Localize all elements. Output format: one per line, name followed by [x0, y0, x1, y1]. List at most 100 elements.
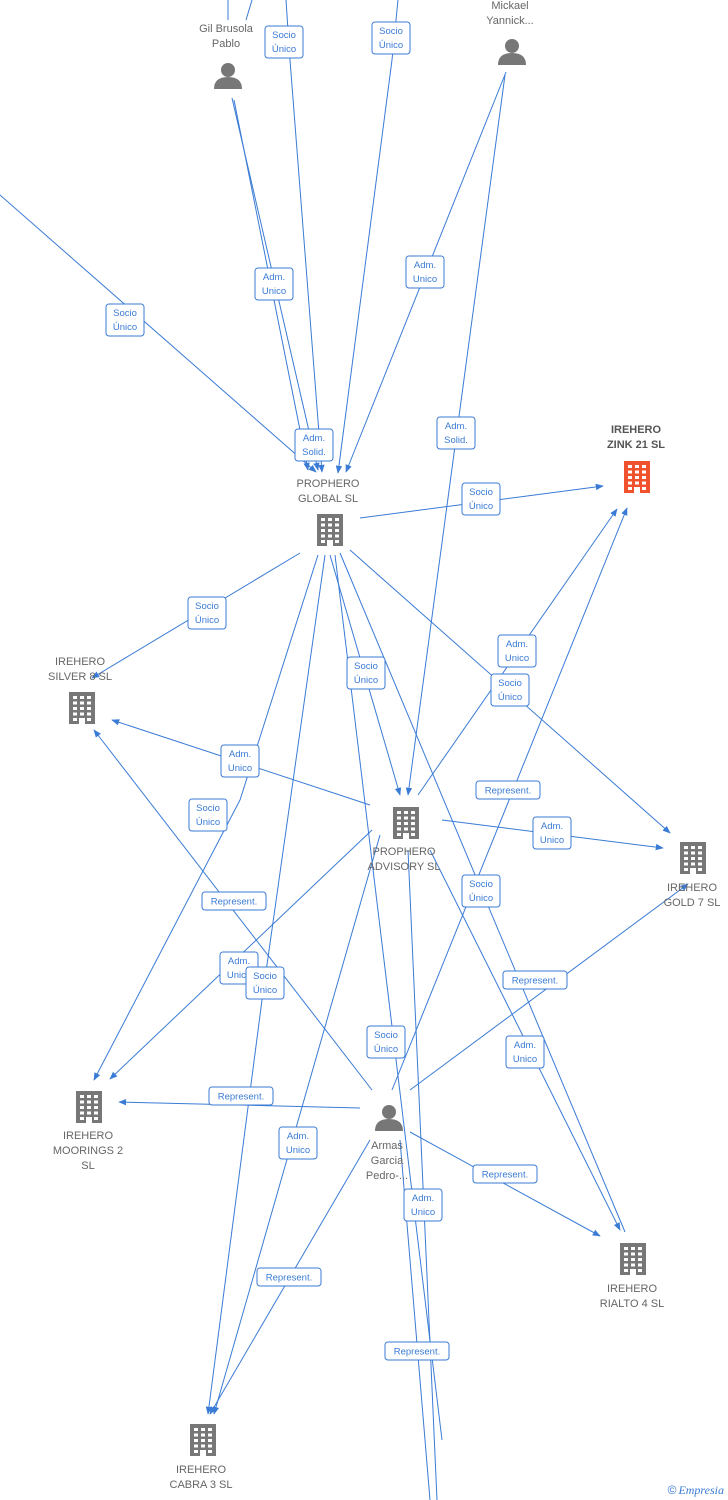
- brand-name: Empresia: [678, 1483, 724, 1497]
- edge-label-text: Socio: [498, 678, 522, 689]
- edge-label-text: Socio: [195, 601, 219, 612]
- edge-label-e14: Represent.: [475, 780, 541, 800]
- edge-label-text: Único: [354, 675, 378, 686]
- edge-label-box: [254, 267, 294, 301]
- node-label: GOLD 7 SL: [664, 897, 721, 909]
- edge-label-text: Socio: [272, 30, 296, 41]
- node-label: IREHERO: [176, 1464, 227, 1476]
- node-label: GLOBAL SL: [298, 493, 358, 505]
- building-icon: [393, 807, 419, 839]
- edge-label-box: [188, 798, 228, 832]
- edge-line: [245, 0, 253, 21]
- edge-label-box: [502, 970, 568, 990]
- edge-labels-layer: SocioÚnicoSocioÚnicoAdm.UnicoSocioÚnicoA…: [105, 21, 572, 1361]
- edge-label-box: [532, 816, 572, 850]
- building-icon: [680, 842, 706, 874]
- node-label: Armas: [371, 1140, 403, 1152]
- edge-label-e27: Adm.Unico: [403, 1188, 443, 1222]
- edge-label-text: Unico: [227, 970, 251, 981]
- node-label: SILVER 8 SL: [48, 671, 112, 683]
- edge-label-text: Solid.: [444, 435, 468, 446]
- edge-line: [409, 1131, 601, 1237]
- edge-label-text: Socio: [469, 487, 493, 498]
- edge-label-text: Represent.: [485, 786, 531, 797]
- node-label: IREHERO: [667, 882, 718, 894]
- edge-label-box: [436, 416, 476, 450]
- edge-label-e25: Adm.Unico: [278, 1126, 318, 1160]
- node-label: Pedro-...: [366, 1170, 408, 1182]
- edge-label-box: [371, 21, 411, 55]
- edge-label-box: [403, 1188, 443, 1222]
- node-zink[interactable]: IREHERO ZINK 21 SL: [607, 424, 665, 493]
- edge-label-text: Único: [469, 501, 493, 512]
- edge-label-e13: Adm.Unico: [220, 744, 260, 778]
- edge-label-e10: Adm.Unico: [497, 634, 537, 668]
- edge-label-box: [475, 780, 541, 800]
- edge-label-text: Represent.: [394, 1347, 440, 1358]
- node-mickael[interactable]: MickaelYannick...: [486, 0, 534, 65]
- edge-label-text: Único: [374, 1044, 398, 1055]
- edge-label-box: [208, 1086, 274, 1106]
- node-armas[interactable]: ArmasGarciaPedro-...: [366, 1105, 408, 1182]
- edge-label-text: Socio: [196, 803, 220, 814]
- node-label: SL: [81, 1160, 94, 1172]
- edge-label-box: [490, 673, 530, 707]
- node-label: IREHERO: [611, 424, 662, 436]
- node-label: IREHERO: [607, 1283, 658, 1295]
- edge-label-text: Solid.: [302, 447, 326, 458]
- edge-label-text: Adm.: [303, 433, 325, 444]
- edge-label-box: [105, 303, 145, 337]
- node-label: ADVISORY SL: [368, 861, 441, 873]
- edge-label-box: [278, 1126, 318, 1160]
- edges-layer: [0, 0, 689, 1500]
- edge-label-e16: Adm.Unico: [532, 816, 572, 850]
- edge-label-box: [461, 482, 501, 516]
- person-icon: [375, 1105, 403, 1131]
- node-gold[interactable]: IREHERO GOLD 7 SL: [664, 842, 721, 909]
- edge-label-text: Socio: [354, 661, 378, 672]
- edge-label-text: Único: [196, 817, 220, 828]
- edge-label-text: Unico: [513, 1054, 537, 1065]
- edge-label-e29: Represent.: [384, 1341, 450, 1361]
- node-label: PROPHERO: [373, 846, 436, 858]
- edge-label-text: Único: [272, 44, 296, 55]
- edge-label-text: Represent.: [211, 897, 257, 908]
- edge-line: [335, 59, 393, 474]
- edge-label-text: Represent.: [266, 1273, 312, 1284]
- edge-label-box: [256, 1267, 322, 1287]
- edge-label-e7: Adm.Solid.: [436, 416, 476, 450]
- node-silver[interactable]: IREHERO SILVER 8 SL: [48, 656, 112, 724]
- edge-label-text: Unico: [411, 1207, 435, 1218]
- edge-label-text: Único: [498, 692, 522, 703]
- node-label: ZINK 21 SL: [607, 439, 665, 451]
- edge-label-box: [220, 744, 260, 778]
- building-icon: [190, 1424, 216, 1456]
- edge-label-text: Unico: [413, 274, 437, 285]
- person-icon: [498, 39, 526, 65]
- edge-label-e5: Adm.Unico: [405, 255, 445, 289]
- edge-label-text: Socio: [469, 879, 493, 890]
- brand-watermark: ©Empresia: [668, 1483, 724, 1498]
- node-label: IREHERO: [55, 656, 106, 668]
- edge-label-box: [405, 255, 445, 289]
- person-icon: [214, 63, 242, 89]
- node-advisory[interactable]: PROPHERO ADVISORY SL: [368, 807, 441, 873]
- edge-label-e23: Adm.Unico: [505, 1035, 545, 1069]
- node-label: IREHERO: [63, 1130, 114, 1142]
- node-label: Mickael: [491, 0, 528, 12]
- edge-label-box: [245, 966, 285, 1000]
- edge-label-box: [497, 634, 537, 668]
